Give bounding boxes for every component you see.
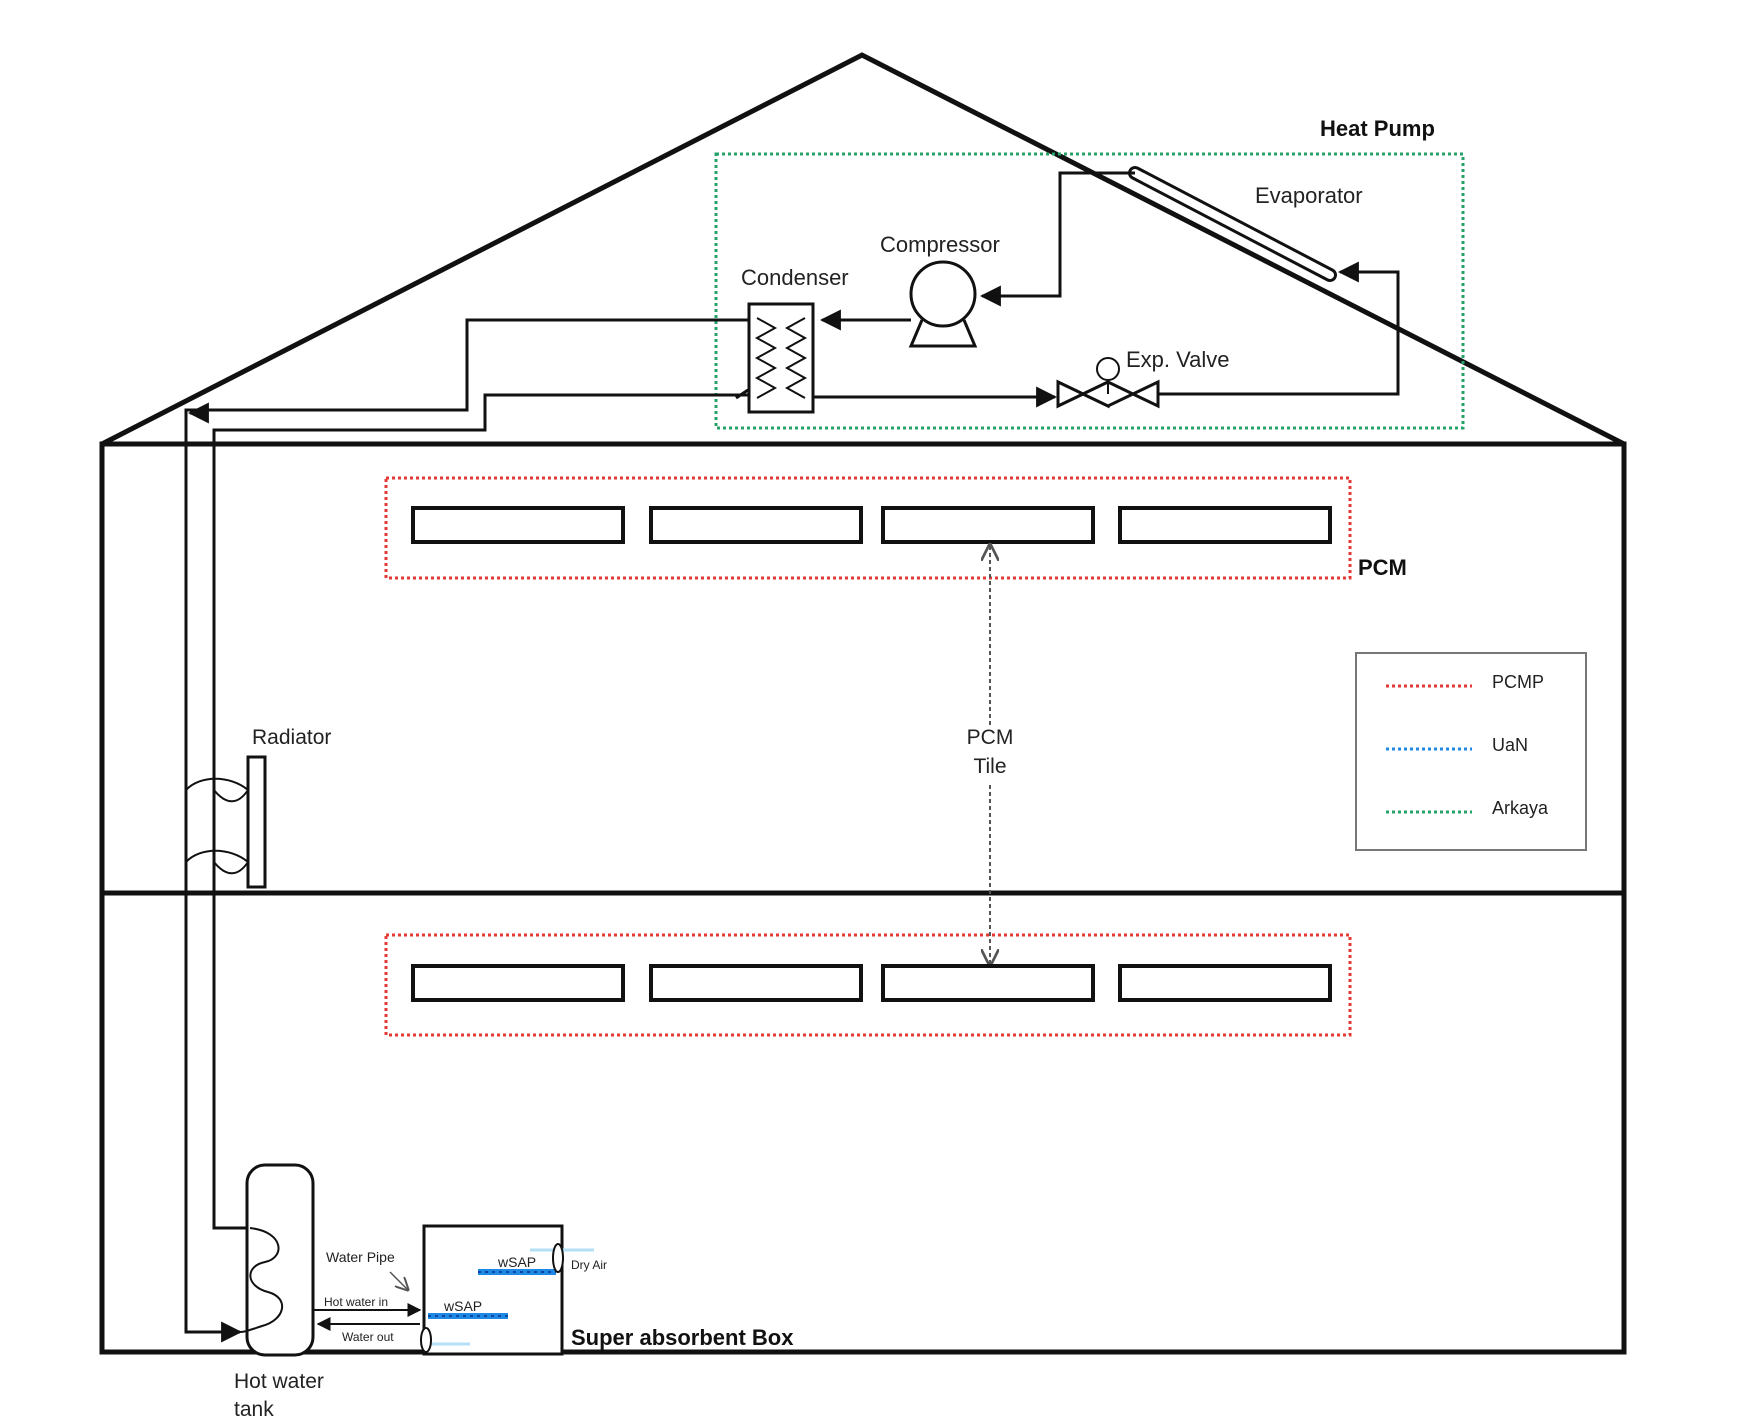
heat-pump-boundary [714, 152, 1465, 430]
roof-outline [100, 52, 1626, 447]
exp-valve-label: Exp. Valve [1126, 347, 1230, 372]
radiator-connection-lower [185, 849, 249, 863]
pcm-tile [649, 506, 863, 544]
condenser-label: Condenser [741, 265, 849, 290]
condenser-coil-right [784, 317, 808, 399]
hot-water-tank-coil [239, 1227, 284, 1333]
expansion-valve-head [1096, 357, 1120, 381]
water-pipe-label: Water Pipe [326, 1249, 395, 1265]
pcm-tile [649, 964, 863, 1002]
pcm-tile [411, 964, 625, 1002]
water-out-label: Water out [342, 1330, 394, 1344]
house-walls [99, 441, 1627, 1355]
water-pipe-outer [184, 318, 749, 1343]
hot-water-tank-label-line1: Hot water [234, 1370, 324, 1393]
pcm-tile-label-line1: PCM [967, 726, 1014, 749]
pipe-valve-to-evaporator [1158, 261, 1400, 396]
pcm-upper-boundary [384, 476, 1352, 580]
condenser-inlet-tick [735, 388, 749, 400]
super-absorbent-box [422, 1224, 564, 1356]
dry-air-port [552, 1243, 564, 1273]
pcm-label: PCM [1358, 555, 1407, 580]
legend-label: PCMP [1492, 672, 1544, 692]
legend-box [1355, 652, 1587, 851]
legend-label: UaN [1492, 735, 1528, 755]
pcm-tile [881, 964, 1095, 1002]
legend-label: Arkaya [1492, 798, 1549, 818]
heat-pump-label: Heat Pump [1320, 116, 1435, 141]
evaporator-label: Evaporator [1255, 183, 1363, 208]
radiator-label: Radiator [252, 726, 331, 749]
pipe-evaporator-to-compressor [979, 171, 1135, 307]
pcm-tile [881, 506, 1095, 544]
water-port [420, 1327, 432, 1353]
water-pipe-pointer [389, 1271, 408, 1290]
compressor-icon [909, 260, 977, 328]
evaporator-tube-inner [1131, 169, 1334, 279]
hot-water-in-label: Hot water in [324, 1295, 388, 1309]
hot-water-tank-label-line2: tank [234, 1398, 274, 1417]
hot-water-tank-icon [245, 1163, 315, 1357]
pcm-tile [1118, 506, 1332, 544]
compressor-base [908, 319, 978, 348]
pcm-tile [411, 506, 625, 544]
wsap-bottom-label: wSAP [443, 1298, 482, 1314]
condenser-icon [747, 302, 815, 414]
radiator-icon [246, 755, 267, 889]
radiator-connection-lower-2 [213, 861, 249, 875]
condenser-coil-left [754, 317, 778, 399]
radiator-connection-upper [185, 777, 249, 791]
pcm-lower-boundary [384, 933, 1352, 1037]
dry-air-label: Dry Air [571, 1258, 607, 1272]
pcm-tile-label-line2: Tile [973, 755, 1006, 778]
pcm-tile [1118, 964, 1332, 1002]
super-absorbent-box-label: Super absorbent Box [571, 1325, 794, 1350]
legend-items: PCMP UaN Arkaya [1386, 672, 1549, 818]
water-pipe-inner [212, 393, 749, 1230]
compressor-label: Compressor [880, 232, 1000, 257]
wsap-top-label: wSAP [497, 1254, 536, 1270]
radiator-connection-upper-2 [213, 789, 249, 803]
